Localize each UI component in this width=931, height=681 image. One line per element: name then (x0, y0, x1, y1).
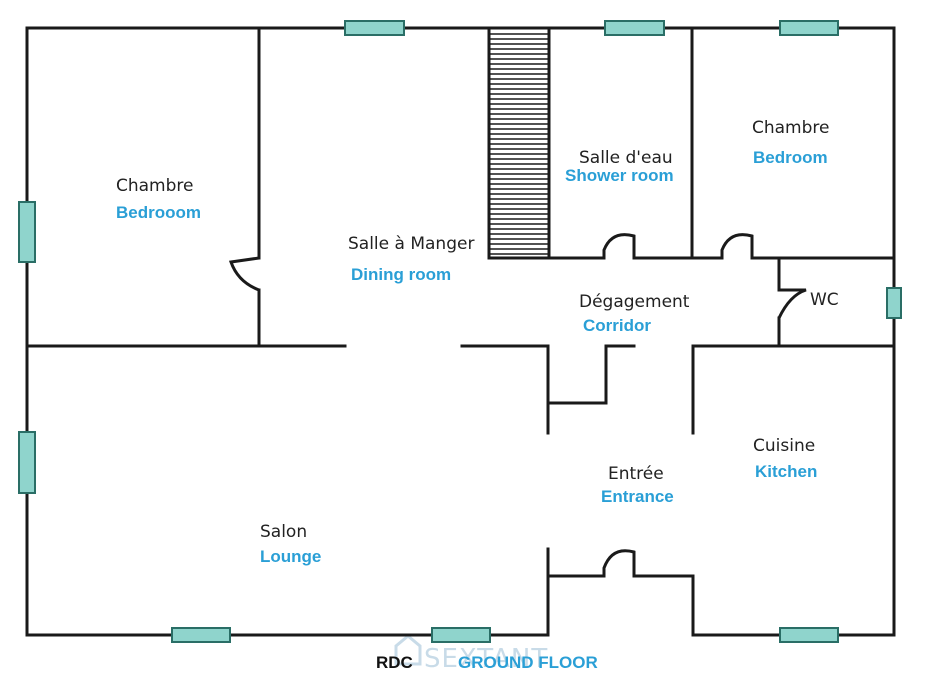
outer-wall-east-lower (836, 316, 896, 637)
window-east-wc (886, 287, 902, 319)
kitchen-label-fr: Cuisine (753, 436, 815, 456)
dining-room-label-en: Dining room (351, 265, 451, 284)
corridor-label-en: Corridor (583, 316, 651, 335)
room-labels: Chambre Bedrooom Salle à Manger Dining r… (116, 118, 839, 566)
floor-label: RDC GROUND FLOOR (376, 653, 598, 672)
outer-wall-north-corner (836, 26, 896, 290)
floor-label-en: GROUND FLOOR (458, 653, 598, 672)
door-shower-room (602, 233, 636, 258)
bedroom-right-label-en: Bedroom (753, 148, 828, 167)
dining-room-label-fr: Salle à Manger (348, 234, 474, 254)
window-south-kitchen (779, 627, 839, 643)
window-south-salon-right (431, 627, 491, 643)
outer-wall-south-corner (25, 491, 174, 637)
windows (18, 20, 902, 643)
staircase (488, 27, 550, 259)
bedroom-left-label-en: Bedrooom (116, 203, 201, 222)
shower-room-label-fr: Salle d'eau (579, 148, 673, 168)
lounge-label-en: Lounge (260, 547, 321, 566)
door-swings (228, 233, 807, 576)
window-north-bedroom (779, 20, 839, 36)
wc-label: WC (810, 290, 839, 310)
window-south-salon-left (171, 627, 231, 643)
house-logo-icon (394, 634, 422, 666)
corridor-label-fr: Dégagement (579, 292, 690, 312)
entrance-label-en: Entrance (601, 487, 674, 506)
watermark: SEXTANT (394, 634, 548, 674)
stair-frame (488, 27, 550, 259)
walls (25, 26, 896, 637)
door-bedroom-right (720, 233, 754, 258)
window-north-shower (604, 20, 665, 36)
door-entrance (602, 549, 636, 576)
kitchen-label-en: Kitchen (755, 462, 817, 481)
shower-room-label-en: Shower room (565, 166, 674, 185)
lounge-label-fr: Salon (260, 522, 307, 542)
entrance-label-fr: Entrée (608, 464, 664, 484)
outer-wall-south-east (691, 574, 782, 637)
window-north-dining (344, 20, 405, 36)
watermark-text: SEXTANT (424, 644, 548, 674)
window-west-bedroom (18, 201, 36, 263)
bedroom-left-label-fr: Chambre (116, 176, 194, 196)
door-bedroom-left (228, 256, 260, 292)
wall-closet (546, 344, 636, 405)
window-west-salon (18, 431, 36, 494)
floor-label-fr: RDC (376, 653, 413, 672)
door-wc (777, 288, 807, 319)
bedroom-right-label-fr: Chambre (752, 118, 830, 138)
